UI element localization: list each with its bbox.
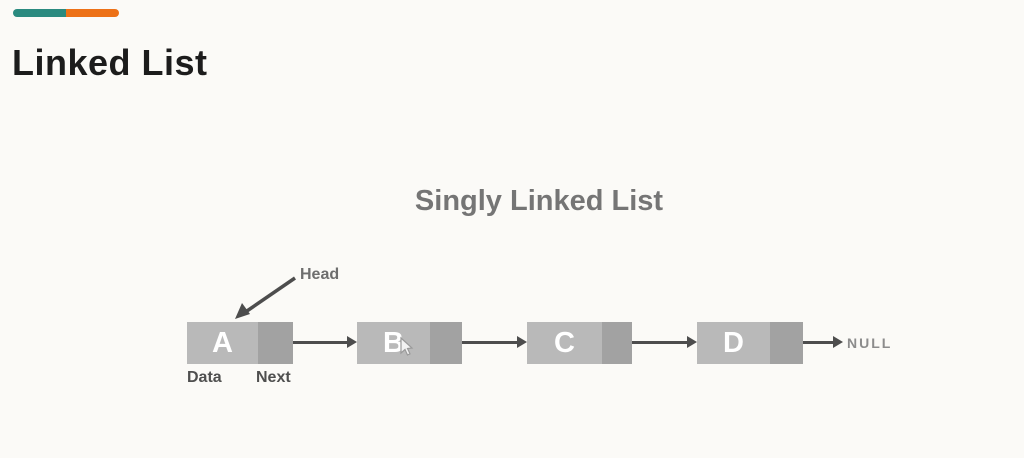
accent-bar-teal-segment: [13, 9, 66, 17]
node-c-letter: C: [554, 326, 575, 359]
node-d-next-cell: [770, 322, 803, 364]
page-title: Linked List: [12, 42, 208, 83]
node-d-data-cell: D: [697, 322, 770, 364]
node-b-letter: B: [383, 326, 404, 359]
mouse-pointer-icon: [400, 336, 414, 356]
arrow-b-to-c: [462, 336, 527, 348]
head-pointer-arrow: [235, 276, 296, 319]
arrow-a-to-b: [293, 336, 357, 348]
list-node-a: A: [187, 322, 293, 364]
arrow-c-to-d: [632, 336, 697, 348]
data-field-label: Data: [187, 369, 222, 386]
head-pointer-label: Head: [300, 266, 340, 283]
list-node-d: D: [697, 322, 803, 364]
list-node-c: C: [527, 322, 632, 364]
node-d-letter: D: [723, 326, 744, 359]
accent-bar-orange-segment: [66, 9, 119, 17]
node-a-next-cell: [258, 322, 293, 364]
arrow-d-to-null: [803, 336, 843, 348]
next-field-label: Next: [256, 369, 291, 386]
list-node-b: B: [357, 322, 462, 364]
accent-bar: [13, 9, 119, 17]
node-a-letter: A: [212, 326, 233, 359]
node-a-data-cell: A: [187, 322, 258, 364]
node-b-next-cell: [430, 322, 462, 364]
node-b-data-cell: B: [357, 322, 430, 364]
diagram-title: Singly Linked List: [414, 185, 664, 217]
null-terminator-label: NULL: [847, 335, 893, 351]
node-c-data-cell: C: [527, 322, 602, 364]
node-c-next-cell: [602, 322, 632, 364]
